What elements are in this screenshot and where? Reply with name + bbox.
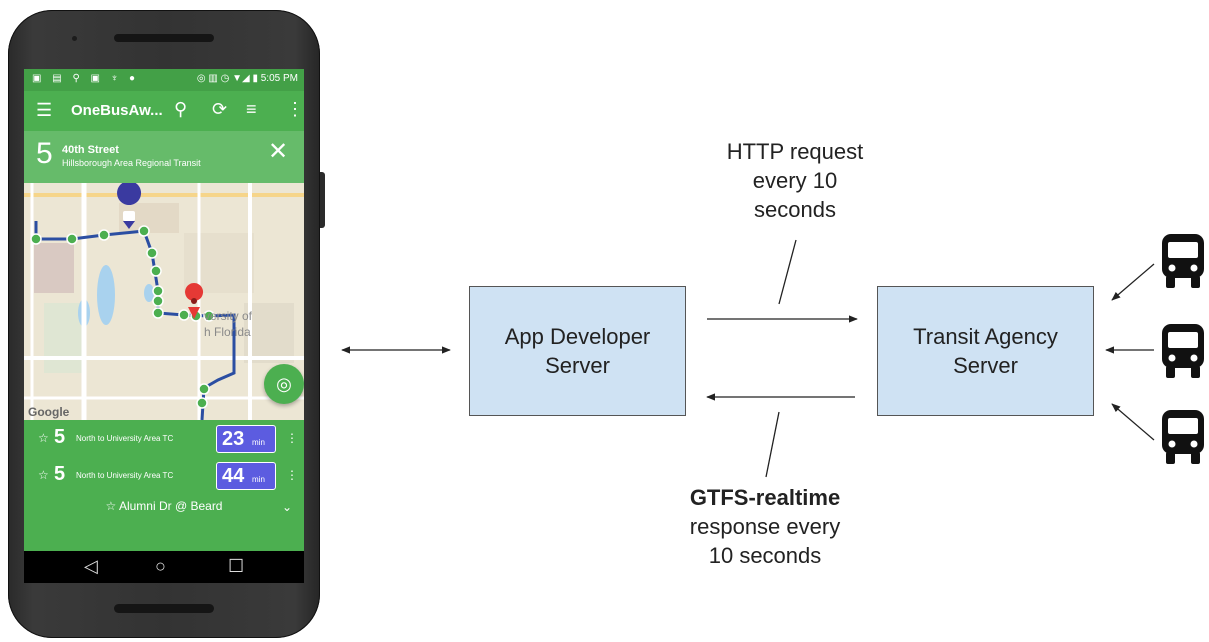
bus-icon — [1162, 410, 1204, 464]
menu-icon[interactable]: ☰ — [36, 100, 53, 120]
star-icon[interactable]: ☆ — [38, 431, 49, 445]
arrival-destination: North to University Area TC — [76, 471, 174, 480]
bus-icon — [1162, 324, 1204, 378]
battery-icon: ▮ — [252, 73, 258, 84]
bus-arrow-top — [1111, 263, 1155, 301]
overflow-menu-icon[interactable]: ⋮ — [286, 431, 298, 445]
response-callout-line — [765, 411, 780, 478]
arrival-route: 5 — [54, 426, 66, 448]
agency-server-line-2: Server — [953, 353, 1018, 378]
google-logo: Google — [28, 405, 70, 419]
request-line-1: HTTP request — [726, 139, 864, 164]
app-title: OneBusAw... — [71, 102, 163, 119]
recents-icon[interactable]: ☐ — [228, 556, 245, 576]
request-callout-line — [778, 239, 797, 305]
android-nav-bar: ◁ ○ ☐ — [24, 551, 304, 583]
route-map[interactable]: versity of h Florida Google ◎ — [24, 183, 304, 420]
eta-unit: min — [252, 438, 265, 447]
agency-server-label: Transit Agency Server — [913, 322, 1058, 380]
stop-name: Alumni Dr @ Beard — [118, 499, 223, 513]
arrival-route: 5 — [54, 463, 66, 485]
app-server-label: App Developer Server — [505, 322, 651, 380]
eta-minutes: 44 — [222, 465, 245, 487]
app-toolbar: ☰ OneBusAw... ⚲ ⟳ ≡ ⋮ — [24, 91, 304, 131]
stop-name-row[interactable]: ☆ Alumni Dr @ Beard — [24, 499, 304, 513]
app-developer-server-box: App Developer Server — [469, 286, 686, 416]
status-icons-right: ◎ ▥ ◷ ▼◢ — [196, 73, 250, 84]
response-label: GTFS-realtime response every 10 seconds — [650, 483, 880, 570]
chevron-down-icon[interactable]: ⌄ — [282, 500, 293, 514]
arrival-eta: 44 min — [216, 462, 276, 490]
request-label: HTTP request every 10 seconds — [680, 137, 910, 224]
star-icon[interactable]: ☆ — [38, 468, 49, 482]
phone-camera — [72, 36, 77, 41]
sort-icon[interactable]: ≡ — [246, 99, 257, 119]
map-label-florida: h Florida — [204, 325, 251, 339]
phone-speaker — [114, 604, 214, 613]
arrival-eta: 23 min — [216, 425, 276, 453]
overflow-menu-icon[interactable]: ⋮ — [286, 99, 304, 119]
status-right: ◎ ▥ ◷ ▼◢ ▮ 5:05 PM — [197, 73, 298, 84]
response-line-1: response every — [689, 514, 841, 539]
route-header: 5 40th Street Hillsborough Area Regional… — [24, 131, 304, 183]
star-icon: ☆ — [105, 499, 119, 513]
search-icon[interactable]: ⚲ — [174, 99, 188, 119]
app-server-line-1: App Developer — [504, 324, 651, 349]
arrival-destination: North to University Area TC — [76, 434, 174, 443]
transit-agency-server-box: Transit Agency Server — [877, 286, 1094, 416]
close-icon[interactable]: ✕ — [268, 138, 289, 165]
my-location-icon: ◎ — [276, 374, 292, 394]
phone-side-button — [320, 172, 325, 228]
back-icon[interactable]: ◁ — [84, 556, 98, 576]
route-street: 40th Street — [62, 144, 119, 156]
response-line-2: 10 seconds — [708, 543, 822, 568]
route-number: 5 — [36, 137, 53, 170]
app-server-line-2: Server — [545, 353, 610, 378]
route-agency: Hillsborough Area Regional Transit — [62, 158, 201, 168]
bus-arrow-bottom — [1111, 403, 1155, 441]
response-format: GTFS-realtime — [689, 485, 841, 510]
eta-minutes: 23 — [222, 428, 245, 450]
status-bar: ▣ ▤ ⚲ ▣ ♆ ● ◎ ▥ ◷ ▼◢ ▮ 5:05 PM — [24, 69, 304, 91]
agency-server-line-1: Transit Agency — [913, 324, 1058, 349]
status-time: 5:05 PM — [260, 73, 298, 84]
phone-mockup: ▣ ▤ ⚲ ▣ ♆ ● ◎ ▥ ◷ ▼◢ ▮ 5:05 PM ☰ OneBusA… — [8, 10, 325, 638]
home-icon[interactable]: ○ — [155, 556, 166, 576]
eta-unit: min — [252, 475, 265, 484]
map-label-university: versity of — [204, 309, 253, 323]
request-line-3: seconds — [754, 197, 836, 222]
phone-screen: ▣ ▤ ⚲ ▣ ♆ ● ◎ ▥ ◷ ▼◢ ▮ 5:05 PM ☰ OneBusA… — [24, 69, 304, 583]
refresh-icon[interactable]: ⟳ — [212, 99, 228, 119]
arrival-row[interactable]: ☆ 5 North to University Area TC 23 min ⋮ — [24, 422, 304, 456]
status-icons-left: ▣ ▤ ⚲ ▣ ♆ ● — [32, 73, 140, 84]
arrival-row[interactable]: ☆ 5 North to University Area TC 44 min ⋮ — [24, 459, 304, 493]
map-graphic — [24, 183, 304, 420]
overflow-menu-icon[interactable]: ⋮ — [286, 468, 298, 482]
bus-icon — [1162, 234, 1204, 288]
phone-earpiece — [114, 34, 214, 42]
my-location-button[interactable]: ◎ — [264, 364, 304, 404]
request-line-2: every 10 — [752, 168, 838, 193]
